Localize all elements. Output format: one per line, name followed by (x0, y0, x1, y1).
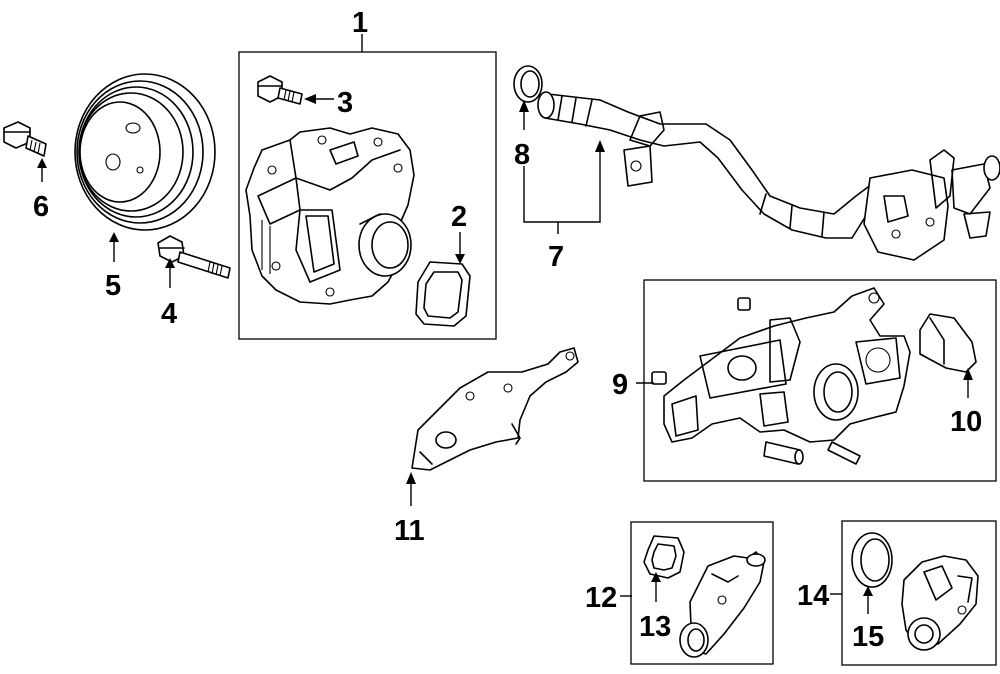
callout-1: 1 (352, 7, 368, 39)
plug-small-2 (651, 371, 667, 385)
callout-5: 5 (105, 270, 121, 302)
callout-14: 14 (797, 580, 829, 612)
sensor-10-part (919, 313, 977, 373)
pulley-part (74, 73, 216, 231)
callout-11: 11 (394, 515, 425, 547)
outlet-12-group-box (630, 521, 774, 665)
callout-2: 2 (451, 201, 467, 233)
gasket-13-part (643, 535, 685, 579)
o-ring-8-part (513, 65, 543, 103)
water-pipe-7-part (537, 91, 1000, 261)
callout-6: 6 (33, 191, 49, 223)
bolt-6-part (3, 121, 47, 157)
bolt-4-part (157, 235, 231, 279)
thermostat-housing-group-box (643, 279, 997, 482)
gasket-11-part (411, 347, 579, 471)
callout-15: 15 (852, 621, 884, 653)
thermostat-housing-9-part (663, 287, 911, 465)
callout-8: 8 (514, 139, 530, 171)
callout-9: 9 (612, 369, 628, 401)
callout-12: 12 (585, 582, 617, 614)
gasket-2-part (415, 261, 471, 327)
water-pump-group-box (238, 51, 497, 340)
callout-13: 13 (639, 611, 671, 643)
callout-10: 10 (950, 406, 982, 438)
outlet-14-group-box (841, 520, 997, 666)
callout-3: 3 (337, 87, 353, 119)
outlet-14-part (901, 555, 979, 651)
bolt-3-part (257, 75, 303, 105)
o-ring-15-part (851, 532, 893, 588)
outlet-12-part (679, 551, 766, 658)
callout-7: 7 (548, 241, 564, 273)
callout-4: 4 (161, 298, 177, 330)
water-pump-part (245, 127, 415, 305)
sensor-pin (827, 441, 861, 465)
plug-small-1 (737, 297, 751, 311)
